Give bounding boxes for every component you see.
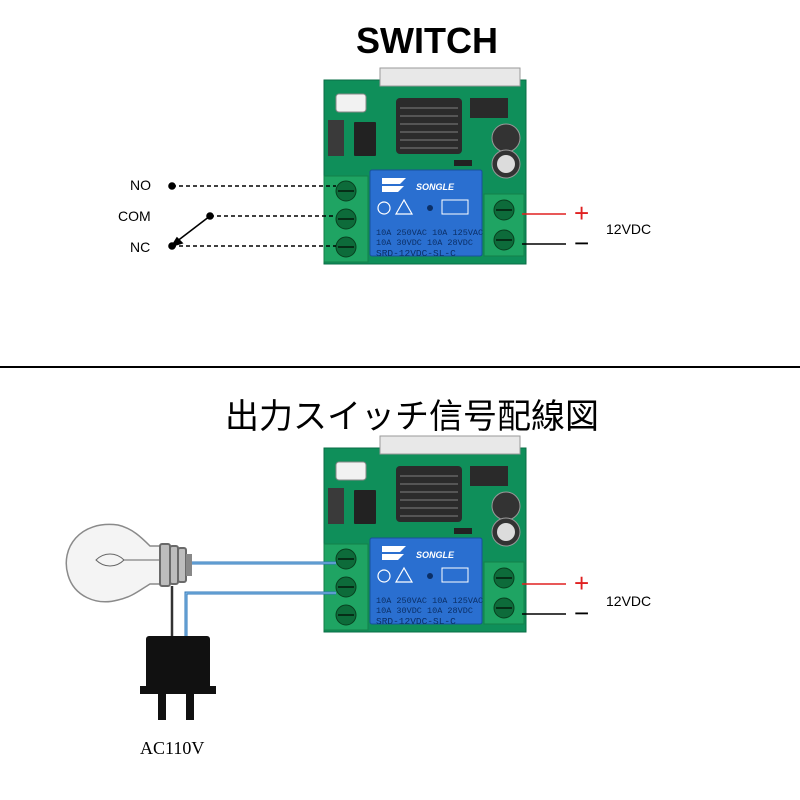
minus-sign-bottom: − <box>574 598 589 628</box>
relay-spec-line2-bottom: 10A 30VDC 10A 28VDC <box>376 606 473 616</box>
label-no: NO <box>130 177 151 193</box>
power-plug-icon <box>140 636 216 720</box>
plus-sign-top: + <box>574 198 589 228</box>
power-wires-bottom: + − 12VDC <box>522 568 651 628</box>
plug-label: AC110V <box>140 738 204 758</box>
minus-sign-top: − <box>574 228 589 258</box>
pcb-board-icon-bottom: 10A 250VAC 10A 125VAC 10A 30VDC 10A 28VD… <box>323 435 527 633</box>
ac-wires <box>170 561 336 640</box>
pcb-board-icon: 10A 250VAC 10A 125VAC 10A 30VDC 10A 28VD… <box>323 67 527 265</box>
switch-wires <box>168 182 336 250</box>
plus-sign-bottom: + <box>574 568 589 598</box>
wiring-title-jp: 出力スイッチ信号配線図 <box>225 397 599 437</box>
power-label-bottom: 12VDC <box>606 593 651 609</box>
power-label-top: 12VDC <box>606 221 651 237</box>
switch-title: SWITCH <box>356 20 498 61</box>
light-bulb-icon <box>65 523 192 603</box>
power-wires-top: + − 12VDC <box>522 198 651 258</box>
relay-model-text-bottom: SRD-12VDC-SL-C <box>376 616 456 627</box>
label-com: COM <box>118 208 151 224</box>
relay-spec-line1-bottom: 10A 250VAC 10A 125VAC <box>376 596 483 606</box>
relay-model-text: SRD-12VDC-SL-C <box>376 248 456 259</box>
relay-spec-line1: 10A 250VAC 10A 125VAC <box>376 228 483 238</box>
relay-spec-line2: 10A 30VDC 10A 28VDC <box>376 238 473 248</box>
label-nc: NC <box>130 239 150 255</box>
